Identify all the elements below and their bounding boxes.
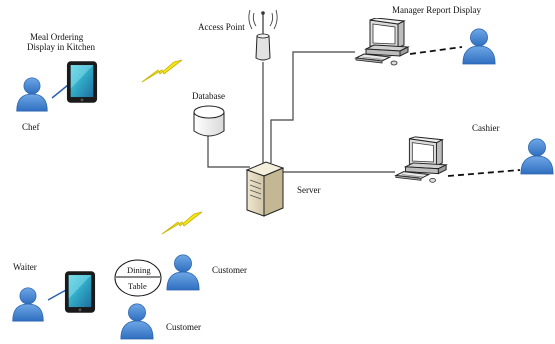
dining-table-icon xyxy=(114,259,162,297)
dining-table-label-line1: Dining xyxy=(127,265,151,275)
dashed-connections xyxy=(409,46,521,177)
person-icon xyxy=(120,303,154,340)
lightning-icon xyxy=(141,59,183,83)
person-icon xyxy=(12,287,44,322)
connections xyxy=(47,51,395,301)
person-icon xyxy=(520,138,554,175)
manager-display-label: Manager Report Display xyxy=(392,5,481,15)
database-icon xyxy=(193,105,225,137)
lightning-icon xyxy=(161,211,203,235)
person-icon xyxy=(462,28,496,65)
chef-label: Chef xyxy=(22,122,40,132)
customer-bottom-label: Customer xyxy=(166,322,201,332)
antenna-icon xyxy=(248,9,278,61)
person-icon xyxy=(16,77,48,112)
server-label: Server xyxy=(297,185,321,195)
computer-icon xyxy=(355,18,409,66)
waiter-label: Waiter xyxy=(13,262,37,272)
link-database-server xyxy=(207,135,250,168)
tablet-icon xyxy=(66,61,98,103)
cashier-label: Cashier xyxy=(472,123,500,133)
link-chef-tablet xyxy=(51,84,69,99)
database-label: Database xyxy=(192,91,225,101)
server-icon xyxy=(245,161,285,217)
tablet-icon xyxy=(64,271,96,313)
link-manager-server xyxy=(270,51,355,163)
computer-icon xyxy=(395,136,447,183)
person-icon xyxy=(166,254,200,291)
access-point-label: Access Point xyxy=(198,22,245,32)
dining-table-label-line2: Table xyxy=(128,281,147,291)
customer-right-label: Customer xyxy=(212,265,247,275)
link-waiter-tablet xyxy=(47,289,67,301)
kitchen-display-label-line1: Meal Ordering xyxy=(30,32,84,42)
link-cashier-person xyxy=(447,169,521,177)
kitchen-display-label-line2: Display in Kitchen xyxy=(27,42,95,52)
link-manager-person xyxy=(409,46,463,55)
